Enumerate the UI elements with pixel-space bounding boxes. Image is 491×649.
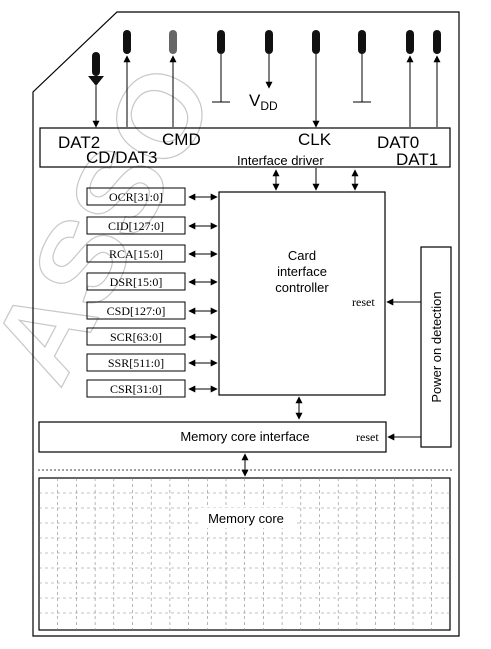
memory-core-interface-label: Memory core interface xyxy=(180,429,309,444)
power-on-detection-box xyxy=(420,246,452,448)
memory-core-grid xyxy=(39,478,450,630)
memory-core-interface-box xyxy=(38,421,387,453)
power-on-detection-label: Power on detection xyxy=(429,291,444,402)
pin-label-vdd: VDD xyxy=(249,91,278,113)
driver-controller-links xyxy=(272,168,359,191)
pin-label-dat2: DAT2 xyxy=(58,133,100,152)
memory-core-label-bg xyxy=(198,508,294,528)
pin-label-dat1: DAT1 xyxy=(396,150,438,169)
pin-lines xyxy=(92,54,441,128)
interface-driver-label: Interface driver xyxy=(237,153,324,168)
card-interface-controller-box xyxy=(218,191,386,396)
register-box xyxy=(86,301,186,320)
register-stack: OCR[31:0] CID[127:0] RCA[15:0] DSR[15:0]… xyxy=(86,187,218,398)
pin-label-dat0: DAT0 xyxy=(377,133,419,152)
controller-label-line1: Card xyxy=(288,248,316,263)
register-box xyxy=(86,327,186,346)
register-box xyxy=(86,187,186,206)
pin-label-cd-dat3: CD/DAT3 xyxy=(86,148,157,167)
register-box xyxy=(86,353,186,372)
memory-interface-reset-label: reset xyxy=(356,430,379,444)
interface-driver-box xyxy=(39,127,451,168)
pin-label-clk: CLK xyxy=(298,130,332,149)
memory-core-box xyxy=(38,477,451,631)
register-label: CID[127:0] xyxy=(108,219,164,233)
register-label: CSR[31:0] xyxy=(110,382,162,396)
register-label: SSR[511:0] xyxy=(108,356,164,370)
pin-contacts xyxy=(88,30,441,86)
register-label: OCR[31:0] xyxy=(109,190,163,204)
register-label: CSD[127:0] xyxy=(107,304,166,318)
register-label: RCA[15:0] xyxy=(109,247,163,261)
controller-label-line2: interface xyxy=(277,264,327,279)
card-outline xyxy=(32,11,460,637)
register-box xyxy=(86,216,186,235)
register-label: SCR[63:0] xyxy=(110,330,162,344)
register-box xyxy=(86,272,186,291)
register-box xyxy=(86,244,186,263)
controller-reset-label: reset xyxy=(352,295,375,309)
pin-label-cmd: CMD xyxy=(162,130,201,149)
register-label: DSR[15:0] xyxy=(110,275,163,289)
register-box xyxy=(86,379,186,398)
memory-core-label: Memory core xyxy=(208,511,284,526)
controller-label-line3: controller xyxy=(275,280,329,295)
